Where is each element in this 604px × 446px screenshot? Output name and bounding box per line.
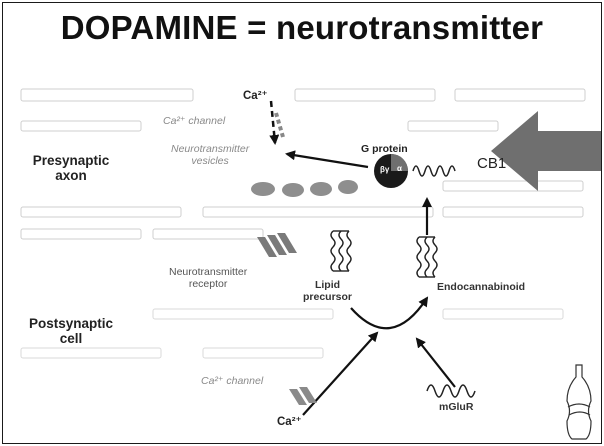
calcium-dashed-arrow bbox=[269, 100, 280, 145]
nt-receptor-label-line2: receptor bbox=[188, 278, 228, 290]
calcium-channel-bottom-icon bbox=[289, 387, 317, 405]
calcium-channel-top-label: Ca²⁺ channel bbox=[163, 115, 226, 127]
lipid-label-line1: Lipid bbox=[314, 279, 341, 291]
faded-background-text bbox=[20, 88, 586, 240]
big-gray-arrow-icon bbox=[491, 111, 601, 191]
slide-title: DOPAMINE = neurotransmitter bbox=[60, 9, 544, 46]
lipid-label-line2: precursor bbox=[303, 291, 353, 303]
lipid-precursor-label: Lipid precursor bbox=[303, 279, 352, 303]
cb1-receptor-icon bbox=[412, 165, 456, 177]
cb1-label: CB1 bbox=[477, 155, 507, 172]
synapse-diagram bbox=[20, 88, 601, 440]
g-alpha-label: α bbox=[397, 164, 402, 173]
postsynaptic-text: Postsynaptic bbox=[28, 316, 114, 331]
neurotransmitter-receptor-icon bbox=[257, 233, 297, 257]
calcium-top-label: Ca²⁺ bbox=[243, 90, 268, 102]
neurotransmitter-vesicles-icon bbox=[251, 180, 358, 197]
vesicles-label-line1: Neurotransmitter bbox=[171, 143, 250, 155]
g-protein-icon bbox=[374, 154, 408, 188]
mglur-arrow bbox=[415, 337, 456, 388]
g-beta-label: βγ bbox=[380, 165, 390, 174]
axon-text: axon bbox=[55, 168, 87, 183]
lipid-precursor-icon bbox=[330, 230, 352, 272]
cell-text: cell bbox=[59, 331, 83, 346]
vesicles-label: Neurotransmitter vesicles bbox=[171, 143, 249, 167]
endocannabinoid-receptor-icon bbox=[416, 236, 438, 278]
calcium-channel-top-icon bbox=[274, 112, 285, 138]
mglur-label: mGluR bbox=[439, 401, 474, 413]
g-protein-inhibition-arrow bbox=[285, 150, 369, 169]
faded-postsynaptic-text bbox=[20, 308, 564, 359]
calcium-channel-bottom-label: Ca²⁺ channel bbox=[201, 375, 264, 387]
postsynaptic-label: Postsynaptic cell bbox=[23, 316, 119, 346]
mglur-receptor-icon bbox=[426, 384, 476, 398]
presynaptic-label: Presynaptic axon bbox=[23, 153, 119, 183]
endocannabinoid-label: Endocannabinoid bbox=[437, 281, 526, 293]
g-protein-label: G protein bbox=[361, 143, 408, 155]
nt-receptor-label: Neurotransmitter receptor bbox=[169, 266, 247, 290]
presynaptic-text: Presynaptic bbox=[32, 153, 110, 168]
soda-bottle-icon bbox=[566, 364, 592, 440]
nt-receptor-label-line1: Neurotransmitter bbox=[169, 266, 248, 278]
conversion-curved-arrow bbox=[350, 296, 429, 330]
calcium-bottom-label: Ca²⁺ bbox=[277, 416, 302, 428]
vesicles-label-line2: vesicles bbox=[191, 155, 229, 167]
